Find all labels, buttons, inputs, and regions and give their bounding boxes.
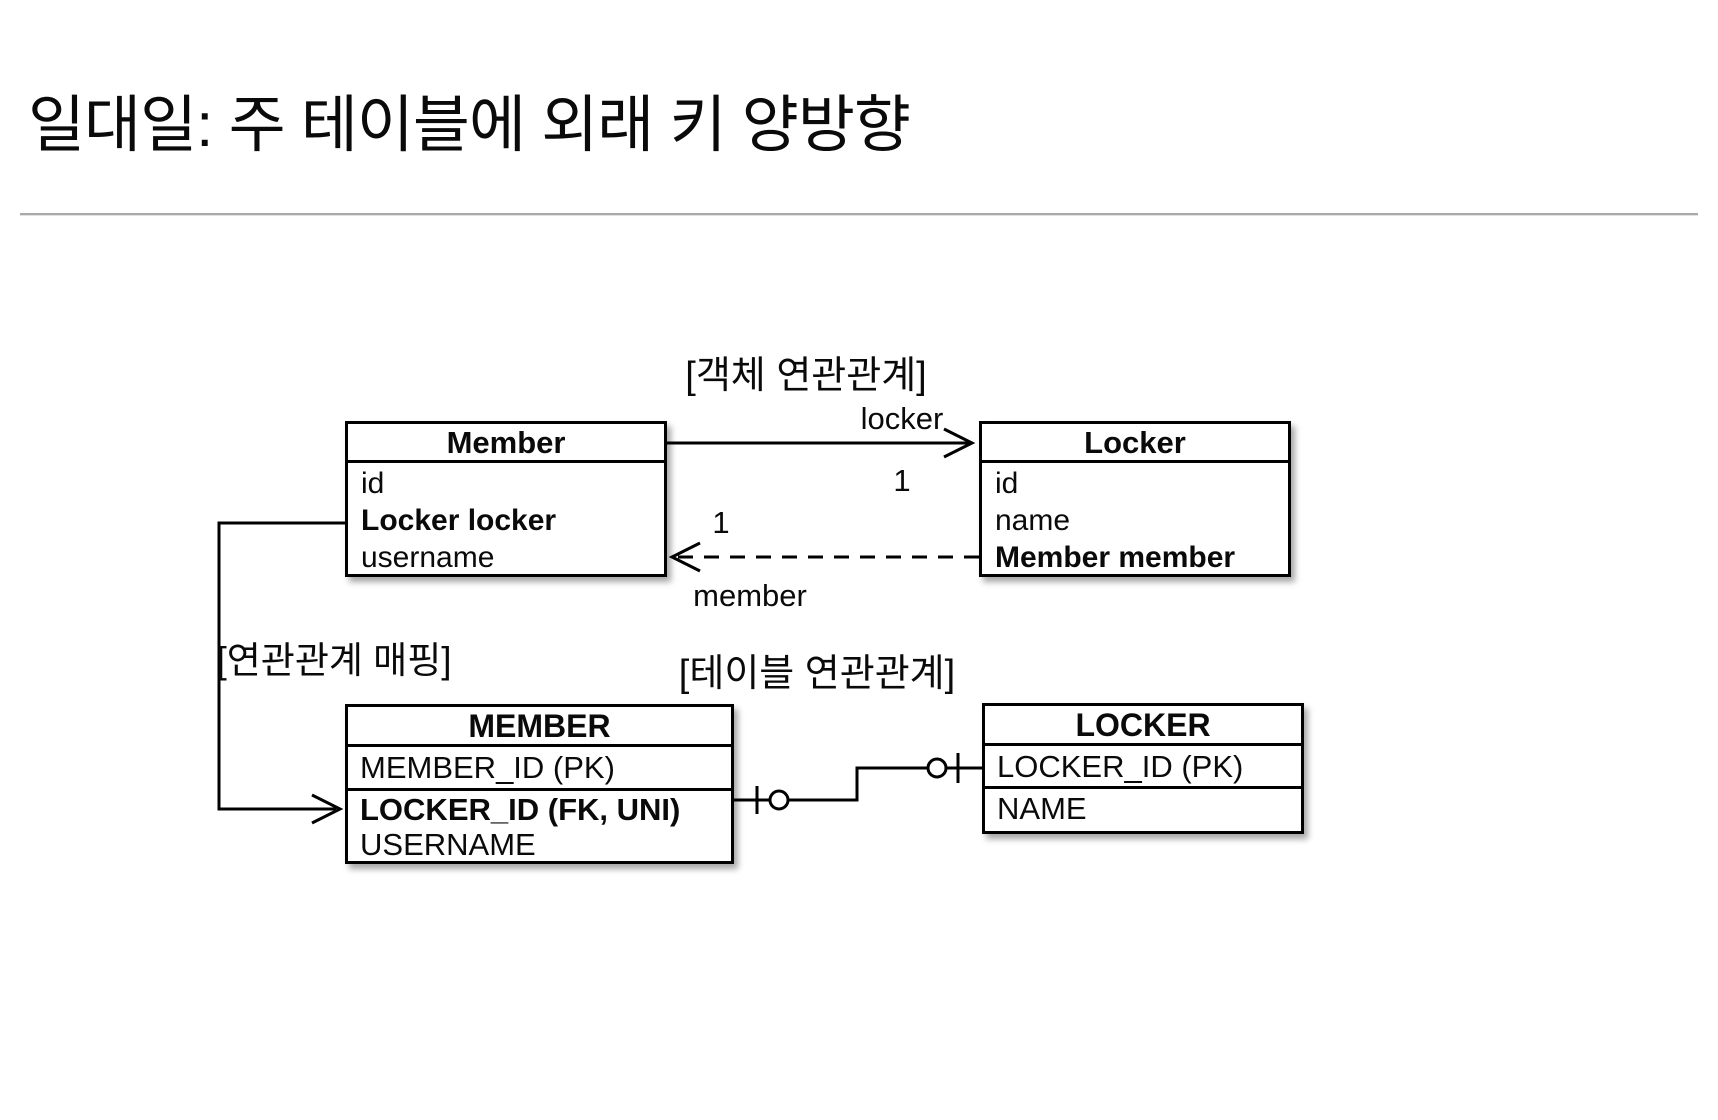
table-column-name: NAME: [997, 791, 1087, 826]
locker-class-box: Locker id name Member member: [979, 421, 1291, 577]
table-column-locker-id: LOCKER_ID (PK): [985, 746, 1301, 789]
member-class-fields: id Locker locker username: [348, 463, 664, 576]
locker-table-title: LOCKER: [985, 706, 1301, 746]
association-arrow-member-dashed: [668, 541, 979, 573]
locker-table-box: LOCKER LOCKER_ID (PK) NAME: [982, 703, 1304, 834]
class-field-member: Member member: [995, 541, 1236, 574]
class-field-username: username: [361, 541, 495, 574]
locker-class-fields: id name Member member: [982, 463, 1288, 576]
table-association-label: [테이블 연관관계]: [678, 653, 956, 695]
association-role-locker: locker: [860, 401, 944, 436]
table-column-locker-id: LOCKER_ID (FK, UNI): [360, 792, 681, 827]
class-field-locker: Locker locker: [361, 504, 557, 537]
slide-title: 일대일: 주 테이블에 외래 키 양방향: [28, 91, 911, 160]
member-class-title: Member: [348, 424, 664, 463]
fk-relationship-connector: [733, 753, 982, 814]
mapping-connector: [217, 521, 345, 825]
title-divider: [20, 213, 1698, 216]
mapping-label: [연관관계 매핑]: [216, 640, 452, 681]
association-role-member: member: [693, 578, 807, 613]
member-table-title: MEMBER: [348, 707, 731, 747]
class-field-id: id: [995, 467, 1019, 500]
multiplicity-member-end: 1: [712, 505, 730, 540]
table-column-member-id: MEMBER_ID (PK): [348, 747, 731, 791]
multiplicity-locker-end: 1: [893, 463, 911, 498]
class-field-id: id: [361, 467, 385, 500]
member-class-box: Member id Locker locker username: [345, 421, 667, 577]
member-table-box: MEMBER MEMBER_ID (PK) LOCKER_ID (FK, UNI…: [345, 704, 734, 864]
object-association-label: [객체 연관관계]: [685, 355, 927, 397]
optional-circle-member-side: [768, 789, 790, 811]
optional-circle-locker-side: [926, 757, 948, 779]
association-arrow-locker: [666, 427, 976, 459]
table-column-username: USERNAME: [360, 828, 536, 862]
class-field-name: name: [995, 504, 1071, 537]
locker-class-title: Locker: [982, 424, 1288, 463]
